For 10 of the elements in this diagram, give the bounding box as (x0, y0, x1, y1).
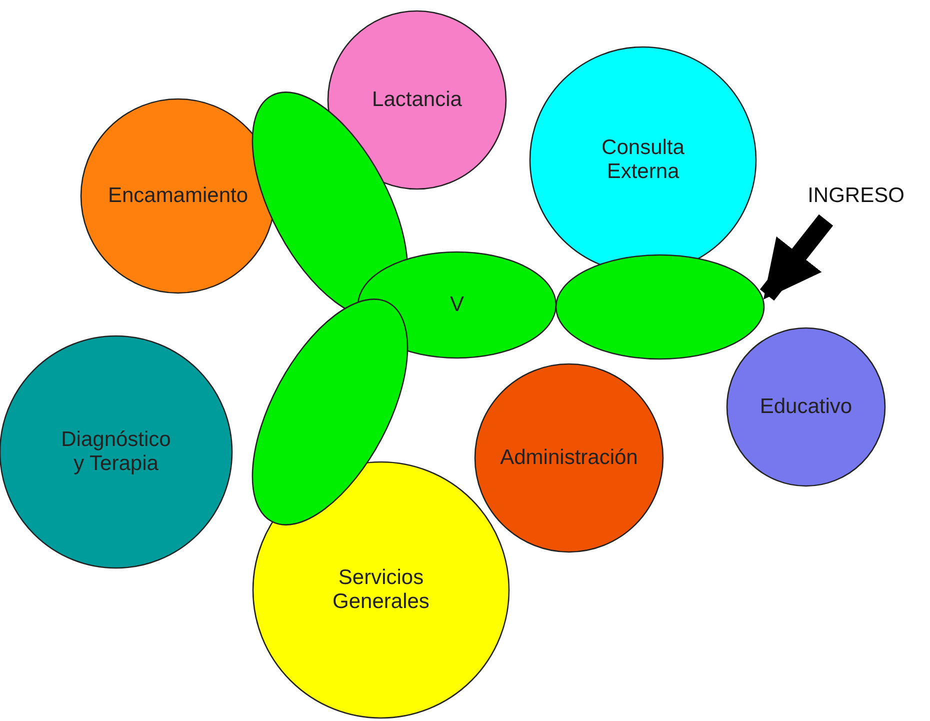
area-label: Diagnóstico y Terapia (60, 428, 172, 476)
area-label: Educativo (760, 395, 852, 419)
area-label: Servicios Generales (332, 566, 430, 614)
area-label: Consulta Externa (600, 136, 686, 184)
entry-label: INGRESO (791, 181, 921, 211)
arrow (760, 214, 834, 301)
area-label: Lactancia (372, 88, 462, 112)
area-label: V (450, 293, 464, 317)
area-label: Administración (500, 446, 638, 470)
area-label: Encamamiento (108, 184, 248, 208)
